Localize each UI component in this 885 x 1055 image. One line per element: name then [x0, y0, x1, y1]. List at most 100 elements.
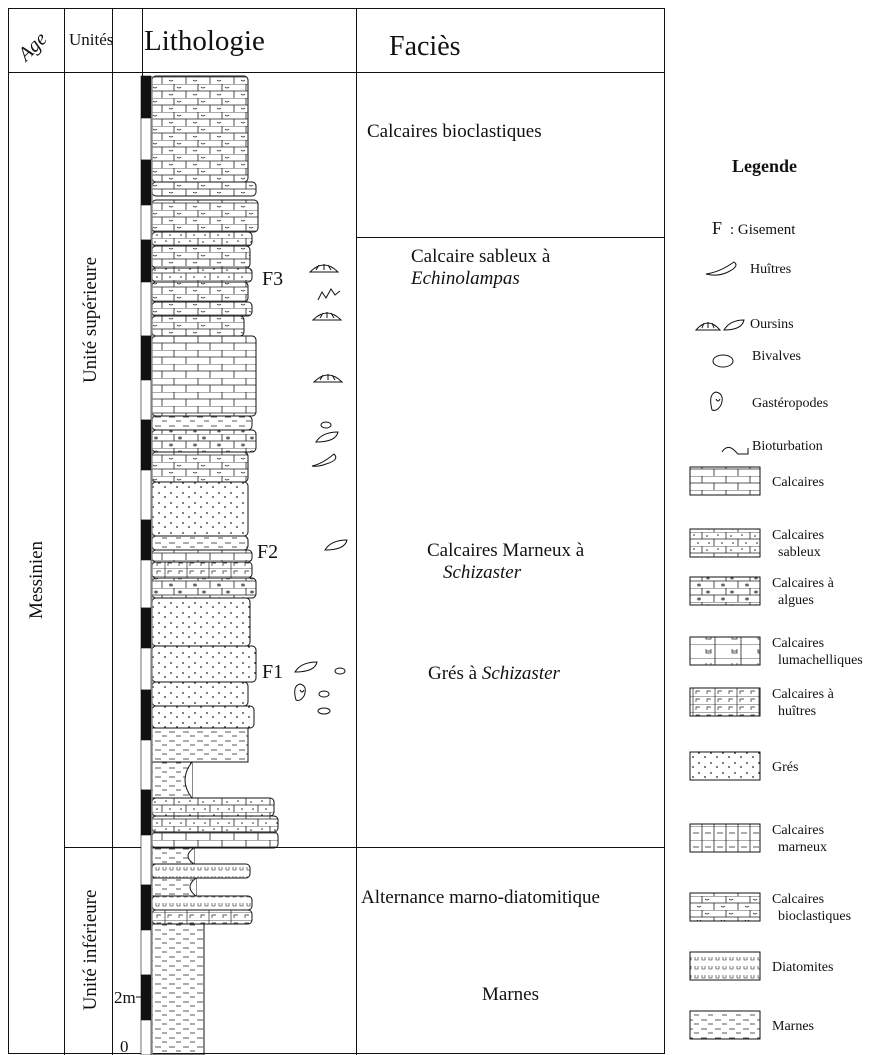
lithology-bed — [151, 877, 197, 897]
facies-schizaster-1: Schizaster — [443, 562, 522, 583]
legend-label: Huîtres — [750, 262, 791, 277]
facies-calcaires-marneux: Calcaires Marneux à — [427, 540, 585, 561]
lithology-bed — [151, 429, 257, 453]
legend-urchin-icon — [694, 319, 745, 331]
lithology-bed — [151, 815, 279, 833]
scale-bar-segment — [140, 647, 152, 691]
gisement-f3: F3 — [262, 268, 283, 290]
bed-notch — [189, 877, 197, 897]
bed-notch — [187, 847, 195, 865]
legend-swatch — [689, 823, 761, 853]
lithology-bed — [151, 895, 253, 911]
legend-label: Calcaires à — [772, 576, 835, 591]
legend-label: Calcaires — [772, 892, 824, 907]
scale-bar-segment — [140, 834, 152, 886]
oyster-icon — [311, 453, 337, 467]
facies-alternance: Alternance marno-diatomitique — [361, 887, 600, 908]
legend-swatch — [689, 576, 761, 606]
urchin-icon — [312, 374, 344, 383]
lithology-bed — [151, 797, 275, 817]
age-label: Messinien — [26, 540, 47, 619]
legend-swatch — [689, 687, 761, 717]
scale-bar-segment — [140, 75, 152, 119]
lithology-bed — [151, 301, 253, 317]
legend-label: Bivalves — [752, 349, 801, 364]
legend-label: Calcaires à — [772, 687, 835, 702]
legend-bivalve-icon — [712, 354, 734, 368]
lithology-bed — [151, 597, 251, 647]
bivalve-icon — [318, 690, 330, 698]
urchin-icon — [308, 264, 340, 273]
lithology-bed — [151, 451, 249, 483]
legend-swatch — [689, 951, 761, 981]
gastropod-icon — [294, 683, 306, 701]
legend-gisement-letter: F — [712, 218, 722, 238]
scale-bar-segment — [140, 281, 152, 337]
legend-gastro-icon — [710, 391, 723, 411]
urchin-icon — [324, 539, 348, 551]
scale-bar-segment — [140, 159, 152, 206]
lithology-bed — [151, 831, 279, 849]
bivalve-icon — [334, 667, 346, 675]
legend-label: Oursins — [750, 317, 794, 332]
lithology-bed — [151, 535, 249, 551]
fossil-symbols — [294, 264, 348, 715]
scale-2m-label: 2m — [114, 988, 136, 1007]
scale-bar — [136, 75, 152, 1055]
scale-bar-segment — [140, 379, 152, 421]
facies-header: Faciès — [389, 31, 461, 62]
scale-bar-segment — [140, 689, 152, 741]
legend-swatch — [689, 636, 761, 666]
legend-label: Calcaires — [772, 636, 824, 651]
scale-bar-segment — [140, 519, 152, 561]
lithology-bed — [151, 267, 253, 283]
lithology-bed — [151, 75, 249, 183]
urchin-icon — [315, 431, 339, 443]
legend-label: lumachelliques — [778, 653, 863, 668]
legend-swatch — [689, 892, 761, 922]
legend-label: Calcaires — [772, 528, 824, 543]
gisement-f2: F2 — [257, 541, 278, 563]
lithology-bed — [151, 335, 257, 417]
unites-header: Unités — [69, 30, 113, 49]
lithology-bed — [151, 415, 253, 431]
lithology-bed — [151, 481, 249, 537]
lithologic-column — [151, 75, 279, 1055]
legend-label: Grés — [772, 760, 798, 775]
scale-bar-segment — [140, 789, 152, 836]
facies-echinolampas: Echinolampas — [410, 268, 520, 289]
lithology-bed — [151, 923, 205, 1055]
facies-marnes: Marnes — [482, 984, 539, 1005]
legend-swatch — [689, 1010, 761, 1040]
lithology-bed — [151, 577, 257, 599]
scale-bar-segment — [140, 884, 152, 931]
legend-label: Calcaires — [772, 823, 824, 838]
facies-calcaires-bioclastiques: Calcaires bioclastiques — [367, 121, 542, 142]
legend-swatch — [689, 751, 761, 781]
scale-bar-segment — [140, 335, 152, 381]
scale-bar-segment — [140, 1019, 152, 1055]
age-header: Age — [13, 28, 52, 67]
oyster-icon — [317, 288, 341, 301]
lithology-bed — [151, 199, 259, 233]
urchin-icon — [294, 661, 318, 673]
lithology-bed — [151, 315, 245, 337]
lithology-bed — [151, 863, 251, 879]
legend-label: algues — [778, 593, 814, 608]
legend-label: Calcaires — [772, 475, 824, 490]
legend-bioturb-icon — [721, 446, 749, 455]
legend-swatch — [689, 528, 761, 558]
legend-oyster-icon — [705, 261, 737, 276]
lithology-bed — [151, 561, 253, 579]
legend-label: Gastéropodes — [752, 396, 828, 411]
scale-bar-segment — [140, 117, 152, 161]
lithology-bed — [151, 705, 255, 729]
lithology-bed — [151, 231, 253, 247]
lithology-bed — [151, 181, 257, 197]
scale-bar-segment — [140, 204, 152, 241]
scale-bar-segment — [140, 239, 152, 283]
legend: Legende F : Gisement HuîtresOursinsBival… — [689, 156, 863, 1040]
scale-bar-segment — [140, 929, 152, 976]
scale-0-label: 0 — [120, 1037, 129, 1055]
